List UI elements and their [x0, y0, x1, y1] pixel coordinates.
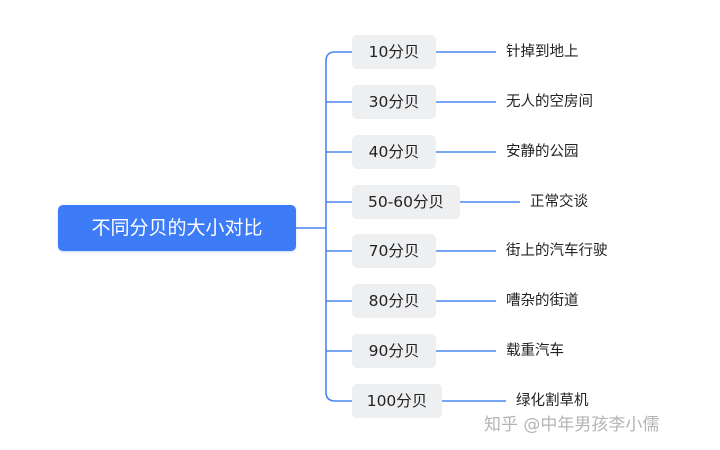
- description-node-30[interactable]: 无人的空房间: [506, 94, 593, 110]
- description-node-70[interactable]: 街上的汽车行驶: [506, 243, 608, 259]
- description-node-80[interactable]: 嘈杂的街道: [506, 293, 579, 309]
- level-node-50-60[interactable]: 50-60分贝: [352, 185, 460, 219]
- level-node-30[interactable]: 30分贝: [352, 85, 436, 119]
- level-node-70[interactable]: 70分贝: [352, 234, 436, 268]
- level-node-10[interactable]: 10分贝: [352, 35, 436, 69]
- description-node-10[interactable]: 针掉到地上: [506, 44, 579, 60]
- level-node-90[interactable]: 90分贝: [352, 334, 436, 368]
- description-node-40[interactable]: 安静的公园: [506, 144, 579, 160]
- description-node-50-60[interactable]: 正常交谈: [530, 194, 588, 210]
- spine-connector: [325, 51, 352, 402]
- description-node-90[interactable]: 载重汽车: [506, 343, 564, 359]
- description-node-100[interactable]: 绿化割草机: [516, 393, 589, 409]
- watermark: 知乎 @中年男孩李小儒: [484, 415, 660, 435]
- level-node-40[interactable]: 40分贝: [352, 135, 436, 169]
- level-node-80[interactable]: 80分贝: [352, 284, 436, 318]
- level-node-100[interactable]: 100分贝: [352, 384, 442, 418]
- root-node[interactable]: 不同分贝的大小对比: [58, 205, 296, 251]
